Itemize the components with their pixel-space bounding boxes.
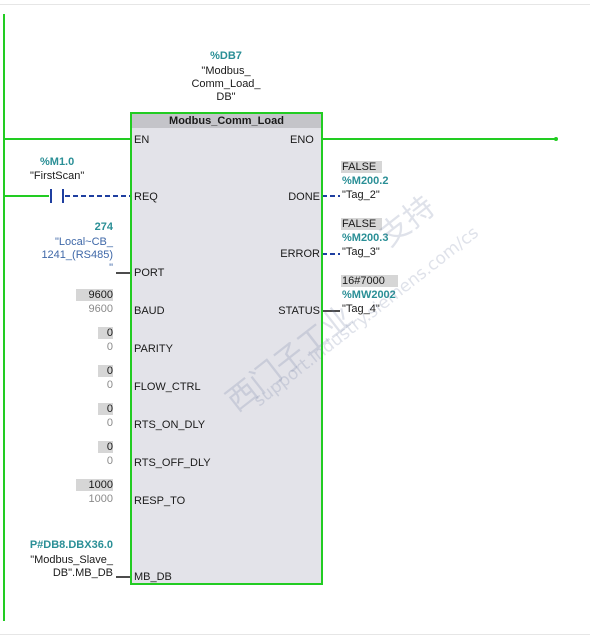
pin-resp-to: RESP_TO: [134, 495, 186, 507]
pin-flow-ctrl: FLOW_CTRL: [134, 381, 201, 393]
function-block[interactable]: Modbus_Comm_Load: [130, 112, 323, 585]
pin-error: ERROR: [280, 248, 320, 260]
pin-port: PORT: [134, 267, 165, 279]
status-tag[interactable]: "Tag_4": [342, 303, 380, 315]
instance-db-name-line: DB": [216, 91, 236, 103]
done-tag[interactable]: "Tag_2": [342, 189, 380, 201]
pin-rts-on-dly: RTS_ON_DLY: [134, 419, 206, 431]
flow-ctrl-value[interactable]: 0: [106, 379, 113, 391]
mb-db-tag-line: DB".MB_DB: [52, 567, 113, 579]
pin-en: EN: [134, 134, 150, 146]
parity-value[interactable]: 0: [106, 341, 113, 353]
pin-req: REQ: [134, 191, 158, 203]
port-value[interactable]: 274: [94, 221, 113, 233]
rts-on-dly-value[interactable]: 0: [106, 417, 113, 429]
error-address[interactable]: %M200.3: [342, 232, 389, 244]
port-tag-line: "Local~CB_: [54, 236, 113, 248]
error-monitor: FALSE: [341, 218, 382, 230]
mb-db-tag-line: "Modbus_Slave_: [30, 554, 113, 566]
block-title: Modbus_Comm_Load: [132, 114, 321, 128]
rung-end-dot: [554, 137, 558, 141]
instance-db-name: "Modbus_ Comm_Load_ DB": [176, 65, 276, 104]
status-monitor: 16#7000: [341, 275, 398, 287]
mb-db-tag[interactable]: "Modbus_Slave_ DB".MB_DB: [10, 554, 113, 580]
instance-db-address: %DB7: [210, 50, 242, 62]
pin-eno: ENO: [290, 134, 314, 146]
rts-off-dly-value[interactable]: 0: [106, 455, 113, 467]
port-tag[interactable]: "Local~CB_ 1241_(RS485) ": [20, 236, 113, 275]
status-address[interactable]: %MW2002: [342, 289, 396, 301]
instance-db-name-line: "Modbus_: [201, 65, 251, 77]
parity-monitor: 0: [98, 327, 113, 339]
pin-done: DONE: [288, 191, 320, 203]
mb-db-address[interactable]: P#DB8.DBX36.0: [29, 539, 113, 551]
pin-parity: PARITY: [134, 343, 173, 355]
error-tag[interactable]: "Tag_3": [342, 246, 380, 258]
port-tag-line: ": [109, 262, 113, 274]
pin-baud: BAUD: [134, 305, 165, 317]
baud-monitor: 9600: [76, 289, 113, 301]
rts-on-dly-monitor: 0: [98, 403, 113, 415]
resp-to-value[interactable]: 1000: [88, 493, 113, 505]
pin-status: STATUS: [278, 305, 320, 317]
port-tag-line: 1241_(RS485): [41, 249, 113, 261]
baud-value[interactable]: 9600: [88, 303, 113, 315]
req-address[interactable]: %M1.0: [40, 156, 75, 168]
pin-mb-db: MB_DB: [134, 571, 172, 583]
done-address[interactable]: %M200.2: [342, 175, 389, 187]
req-tag[interactable]: "FirstScan": [30, 170, 85, 182]
done-monitor: FALSE: [341, 161, 382, 173]
resp-to-monitor: 1000: [76, 479, 113, 491]
instance-db-name-line: Comm_Load_: [191, 78, 261, 90]
pin-rts-off-dly: RTS_OFF_DLY: [134, 457, 211, 469]
flow-ctrl-monitor: 0: [98, 365, 113, 377]
rts-off-dly-monitor: 0: [98, 441, 113, 453]
